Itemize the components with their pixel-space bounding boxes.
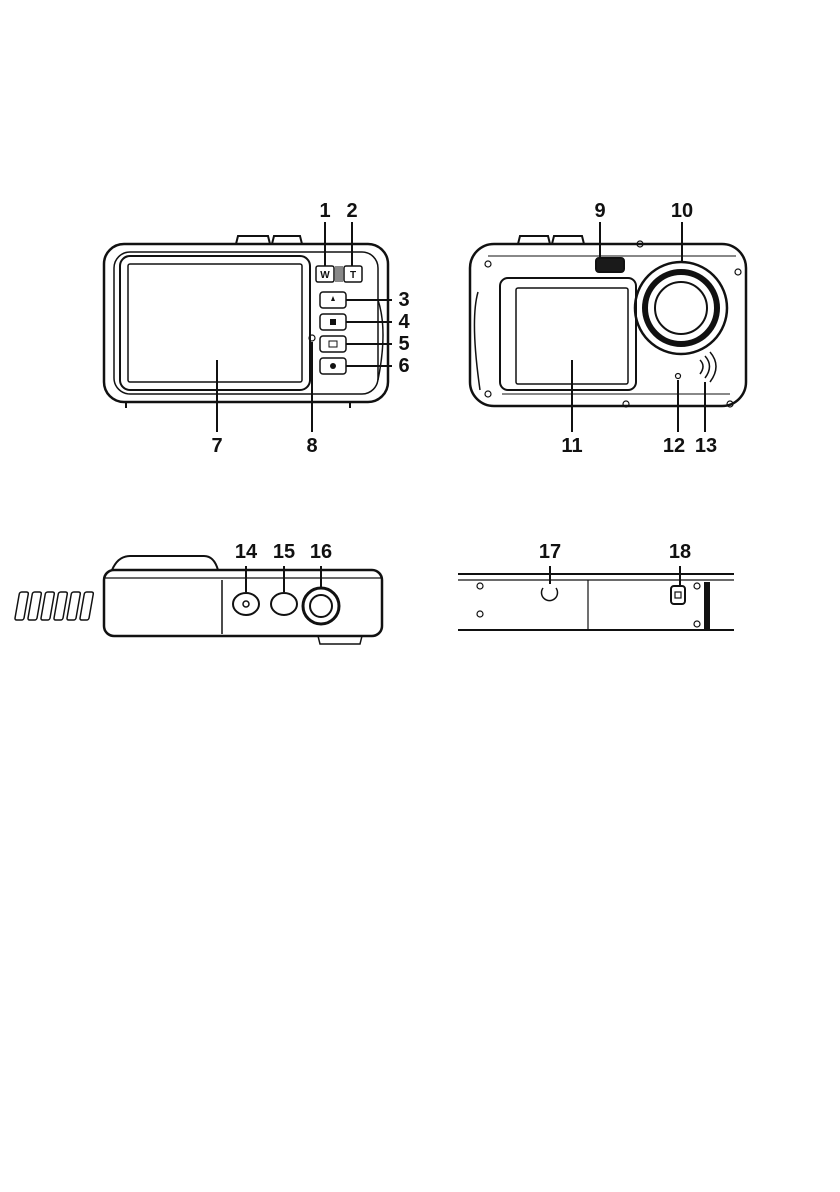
- callout-9: 9: [594, 200, 605, 222]
- tripod-socket: [542, 588, 558, 601]
- lens-outer-ring: [635, 262, 727, 354]
- battery-latch: [671, 586, 685, 604]
- callout-13: 13: [695, 435, 717, 457]
- callout-3: 3: [398, 289, 409, 311]
- callout-1: 1: [319, 200, 330, 222]
- callout-8: 8: [306, 435, 317, 457]
- callout-18: 18: [669, 541, 691, 563]
- callout-7: 7: [211, 435, 222, 457]
- camera-bottom-view: [458, 574, 734, 630]
- callout-16: 16: [310, 541, 332, 563]
- microphone: [676, 374, 681, 379]
- callout-2: 2: [346, 200, 357, 222]
- bottom-leader-lines: [550, 566, 680, 586]
- back-lcd-screen: [120, 256, 310, 390]
- callout-11: 11: [561, 435, 582, 457]
- flash: [596, 258, 624, 272]
- camera-back-view: [104, 236, 388, 408]
- lens: [655, 282, 707, 334]
- callout-15: 15: [273, 541, 295, 563]
- zoom-wide-label: W: [320, 270, 330, 281]
- button-5: [320, 336, 346, 352]
- zoom-tele-label: T: [350, 270, 356, 281]
- shutter-button: [303, 588, 339, 624]
- speaker: [700, 352, 716, 382]
- callout-17: 17: [539, 541, 561, 563]
- grille: [15, 592, 94, 620]
- callout-10: 10: [671, 200, 693, 222]
- callout-5: 5: [398, 333, 409, 355]
- callout-14: 14: [235, 541, 258, 563]
- callout-4: 4: [398, 311, 410, 333]
- camera-front-view: [470, 236, 746, 407]
- callout-6: 6: [398, 355, 409, 377]
- callout-12: 12: [663, 435, 685, 457]
- top-button-15: [271, 593, 297, 615]
- top-button-14: [233, 593, 259, 615]
- back-leader-lines: [217, 222, 392, 432]
- camera-top-view: [15, 556, 382, 644]
